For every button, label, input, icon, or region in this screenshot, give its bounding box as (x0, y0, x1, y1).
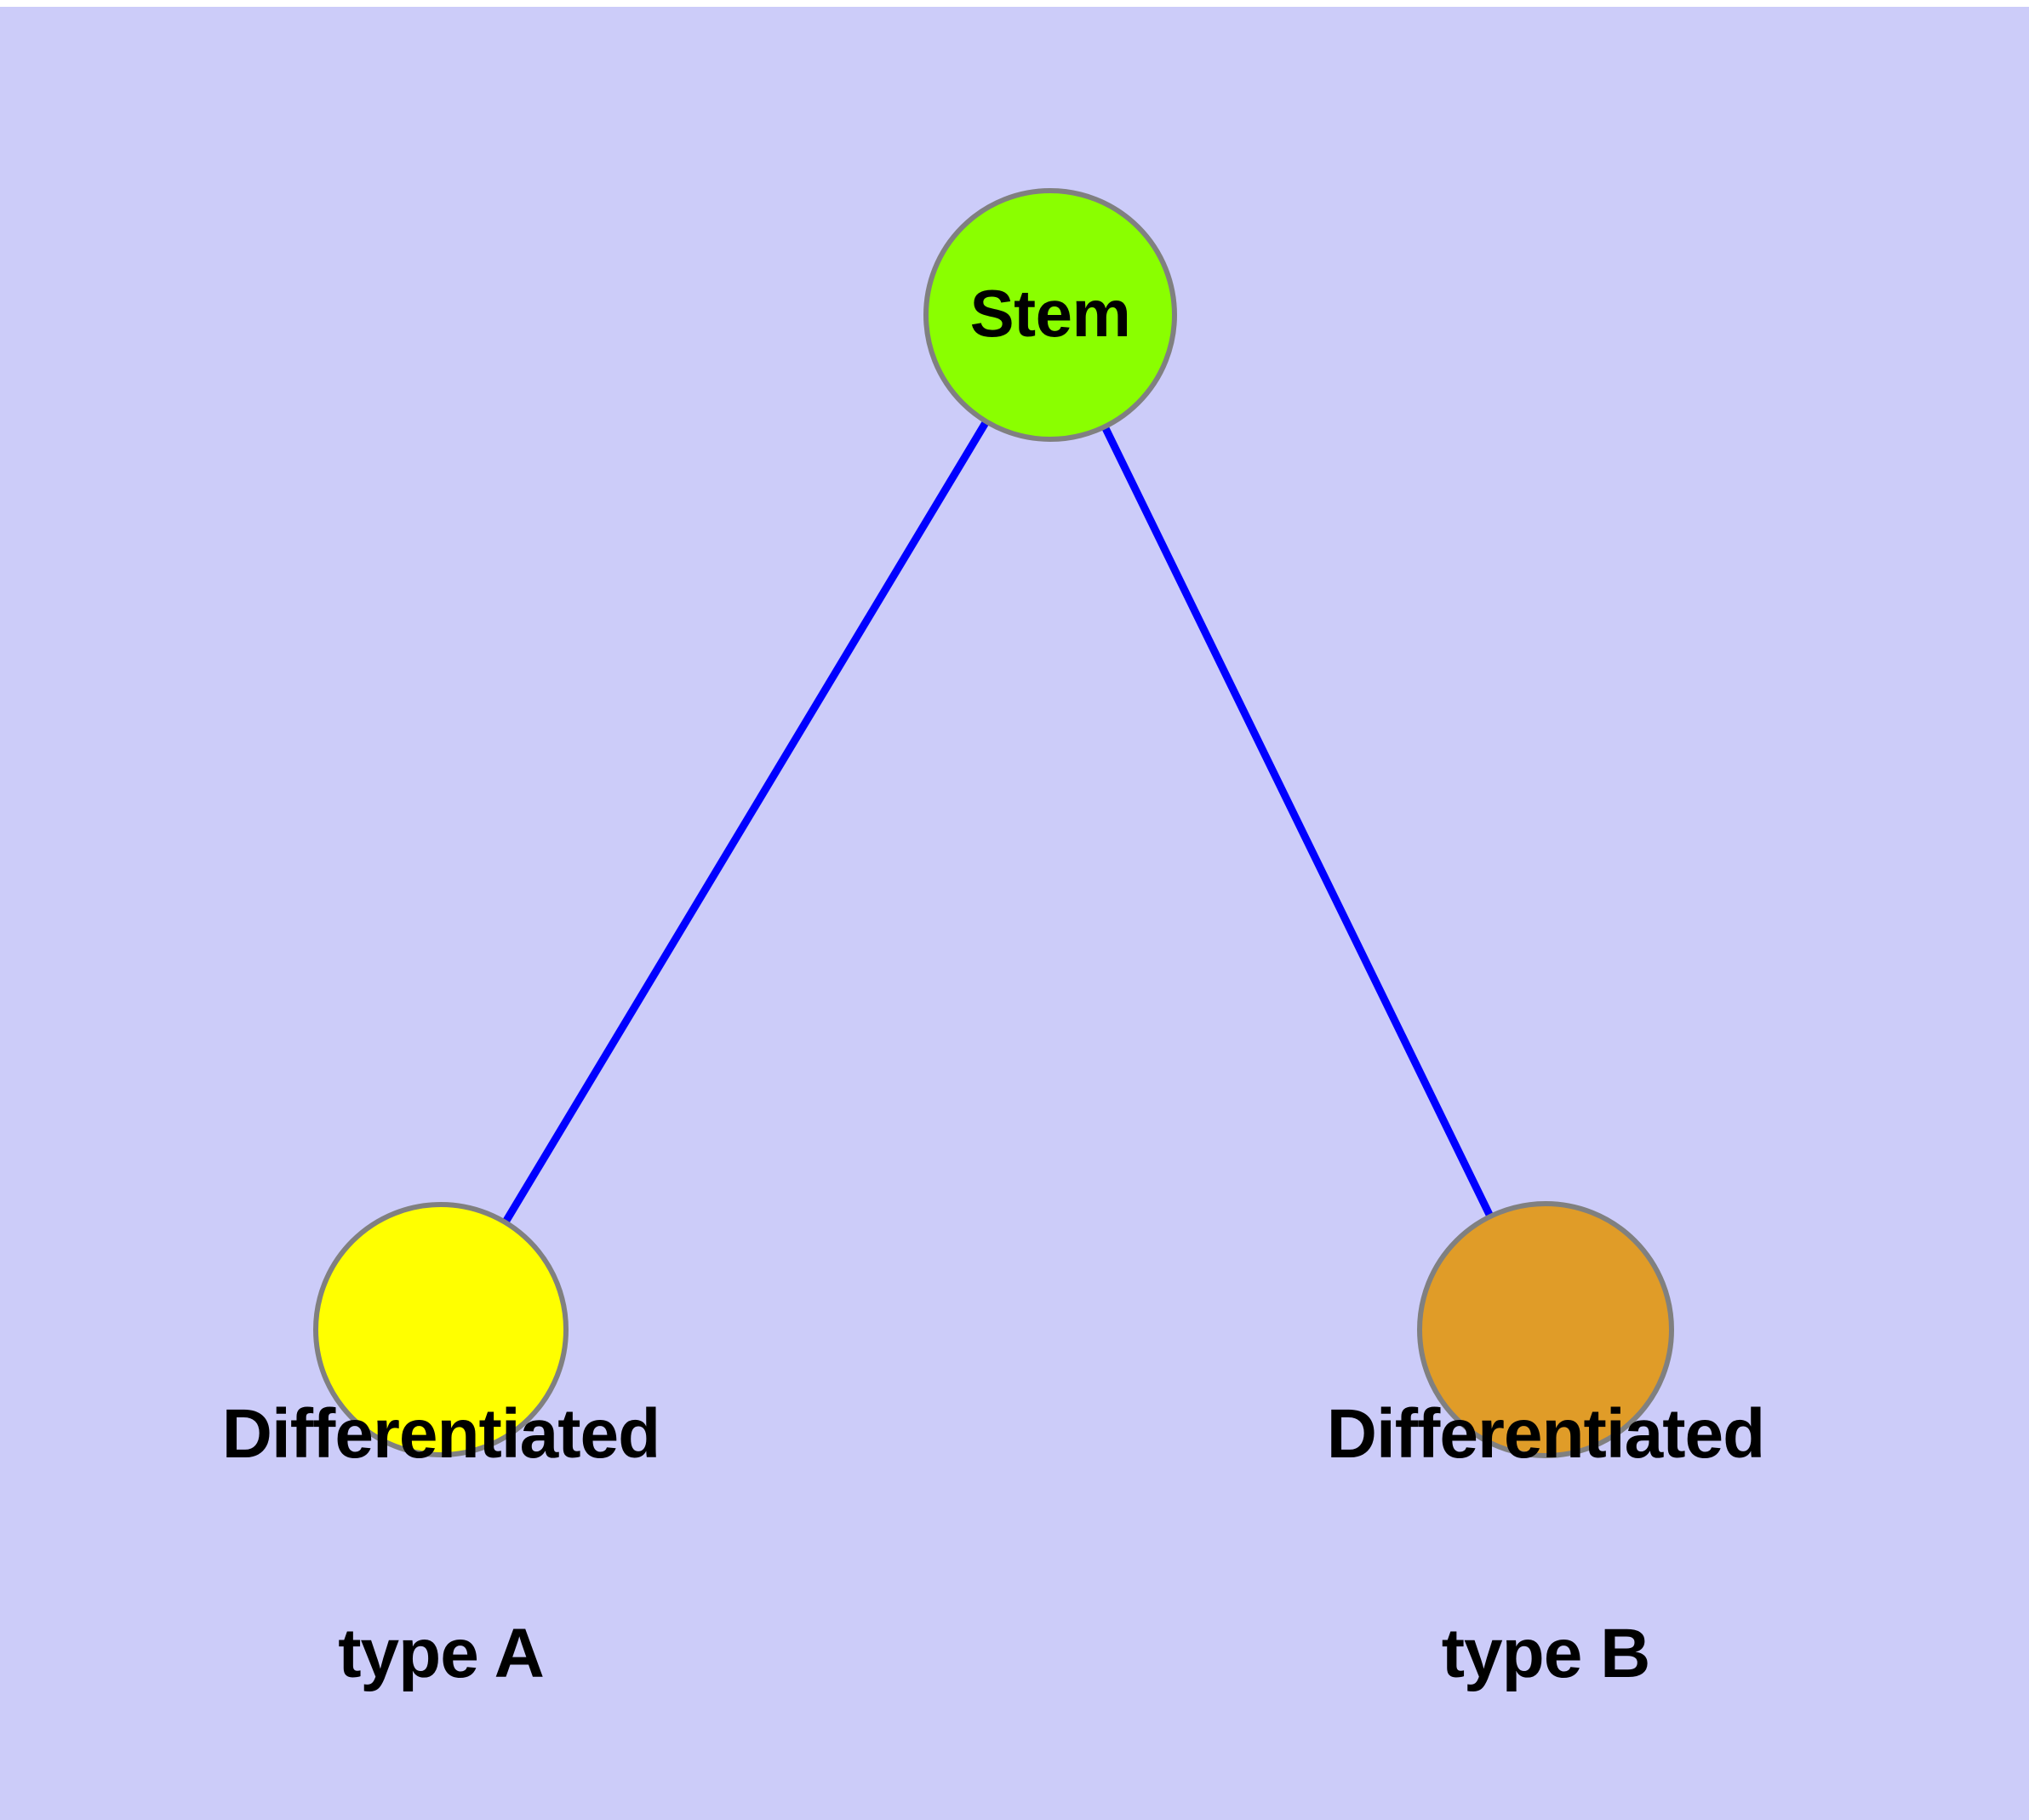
edge-stem-to-differentiated-type-b[interactable] (1046, 313, 1550, 1331)
edge-layer (437, 312, 1550, 1332)
node-stem[interactable] (923, 188, 1177, 442)
node-differentiated-type-a[interactable] (313, 1202, 569, 1457)
edge-stem-to-differentiated-type-a[interactable] (437, 312, 1054, 1332)
node-differentiated-type-b[interactable] (1417, 1201, 1674, 1458)
node-layer (313, 188, 1674, 1458)
